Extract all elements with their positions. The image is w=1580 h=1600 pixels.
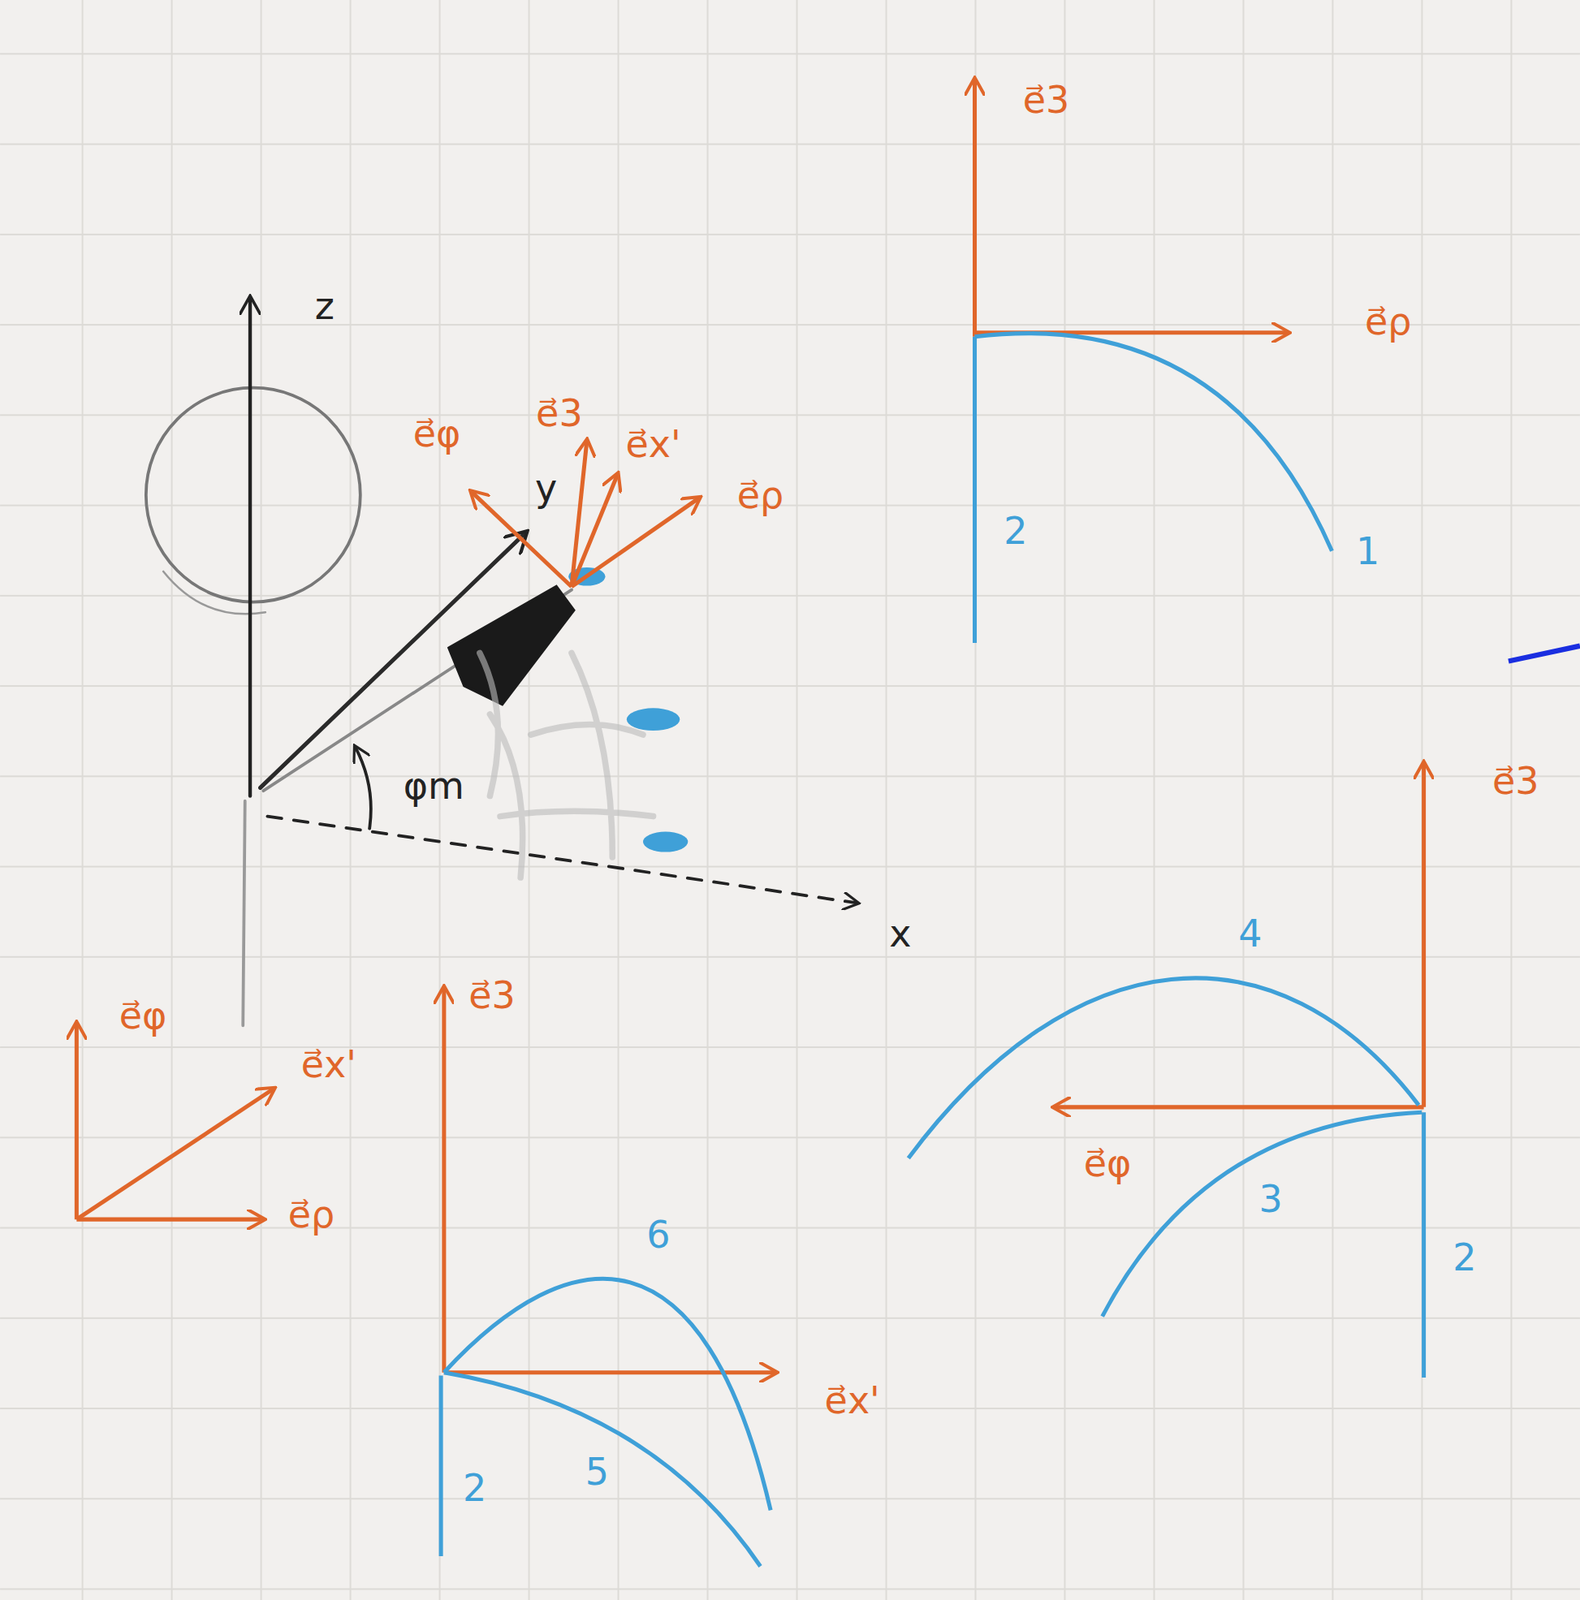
- axis-label: x: [887, 913, 913, 955]
- curve-number: 1: [1354, 530, 1382, 572]
- pendulum-sketch: [146, 297, 858, 1026]
- vector-label: e⃗ρ: [286, 1194, 337, 1235]
- curve-number: 3: [1256, 1178, 1284, 1220]
- vector-label: e⃗3: [1490, 760, 1542, 802]
- vector-label: e⃗ρ: [735, 474, 786, 516]
- vector-label: e⃗3: [466, 975, 518, 1016]
- plot-phi: [908, 763, 1425, 1378]
- plot-rho: [975, 79, 1580, 661]
- vector-label: e⃗x': [623, 423, 683, 465]
- curve-number: 5: [583, 1451, 611, 1493]
- vector-label: e⃗φ: [1082, 1143, 1134, 1184]
- curve-number: 2: [461, 1467, 488, 1509]
- vector-label: e⃗3: [534, 392, 585, 434]
- angle-label: φm: [401, 765, 467, 807]
- vector-label: e⃗x': [299, 1044, 359, 1085]
- axis-label: z: [313, 285, 337, 327]
- vector-label: e⃗φ: [117, 995, 169, 1037]
- axis-label: y: [533, 467, 559, 509]
- vector-label: e⃗x': [823, 1380, 882, 1421]
- curve-number: 6: [644, 1214, 672, 1256]
- vector-label: e⃗ρ: [1363, 301, 1414, 342]
- plot-x: [440, 988, 776, 1568]
- curve-number: 2: [1450, 1237, 1478, 1278]
- curve-number: 2: [1001, 510, 1029, 552]
- basis-frame: [76, 1023, 274, 1220]
- curve-number: 4: [1236, 913, 1264, 955]
- vector-label: e⃗φ: [411, 413, 463, 454]
- vector-label: e⃗3: [1021, 79, 1072, 121]
